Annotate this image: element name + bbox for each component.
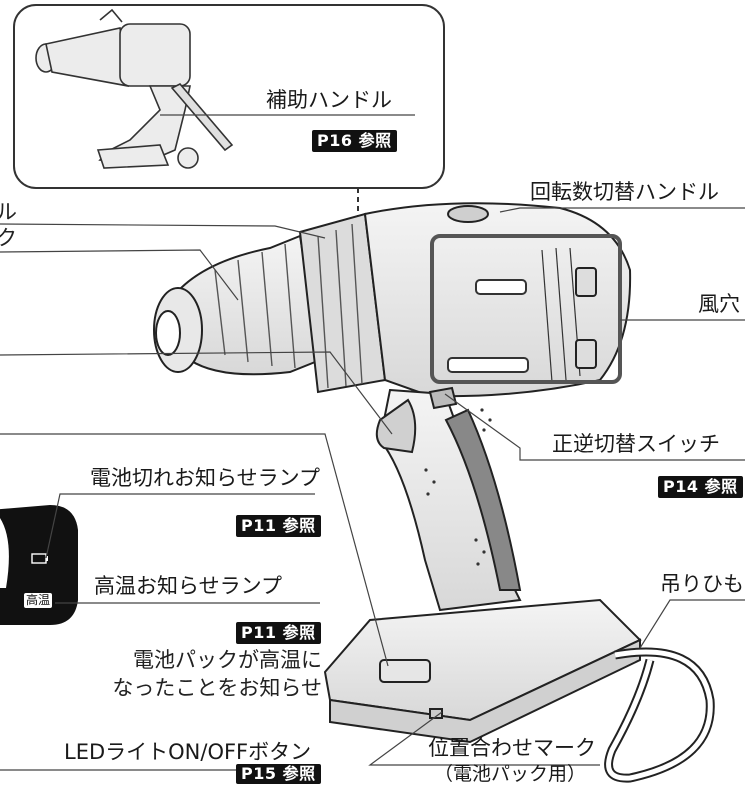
ref-badge-led-button: P15 参照 <box>236 764 321 784</box>
label-direction-switch: 正逆切替スイッチ <box>552 432 720 456</box>
lamp-panel <box>0 505 78 625</box>
label-clipped-2: ク <box>0 226 17 250</box>
ref-badge-aux-handle: P16 参照 <box>312 130 397 152</box>
heat-note-line2: なったことをお知らせ <box>112 676 322 700</box>
label-led-button: LEDライトON/OFFボタン <box>64 740 312 764</box>
heat-note-line1: 電池パックが高温に <box>133 648 322 672</box>
label-strap: 吊りひも <box>660 572 744 596</box>
label-align-mark: 位置合わせマーク <box>428 736 596 760</box>
label-vent: 風穴 <box>698 292 740 316</box>
heat-panel-badge: 高温 <box>24 593 53 608</box>
label-align-mark-sub: （電池パック用） <box>434 763 587 785</box>
ref-badge-heat-lamp: P11 参照 <box>236 622 321 644</box>
label-heat-lamp: 高温お知らせランプ <box>94 574 282 598</box>
ref-badge-battery-lamp: P11 参照 <box>236 515 321 537</box>
label-aux-handle: 補助ハンドル <box>266 88 392 112</box>
vent-highlight-box <box>430 234 622 384</box>
inset-drill <box>35 8 234 169</box>
ref-badge-direction-switch: P14 参照 <box>658 476 743 498</box>
label-battery-lamp: 電池切れお知らせランプ <box>90 466 320 490</box>
label-clipped-1: ル <box>0 200 17 224</box>
leader-lines <box>0 207 745 771</box>
label-speed-switch: 回転数切替ハンドル <box>530 180 719 204</box>
